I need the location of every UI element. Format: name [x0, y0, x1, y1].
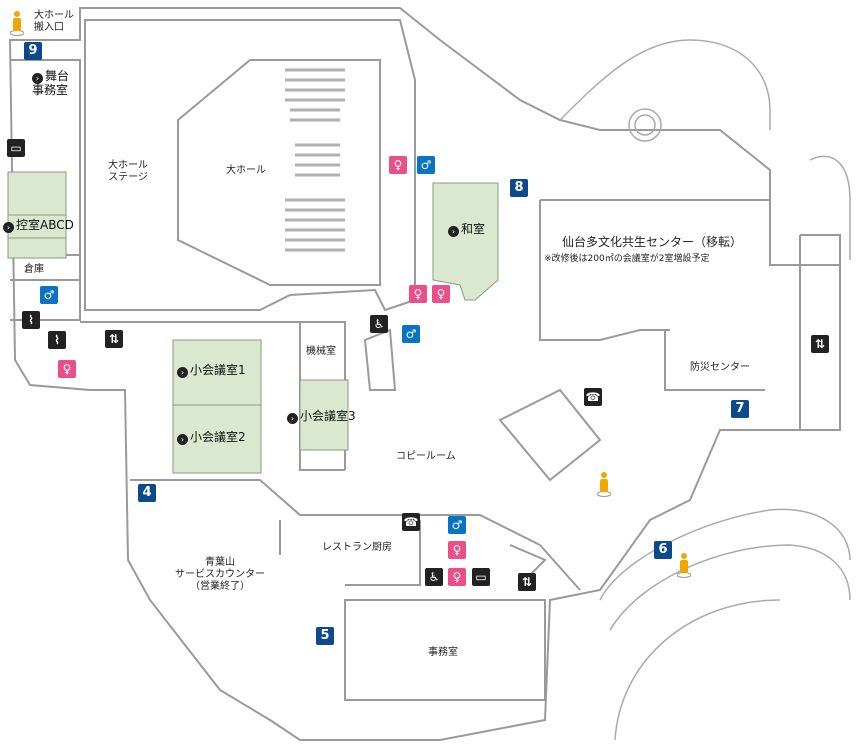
- entrance-7: 7: [731, 400, 749, 418]
- label-center-note: ※改修後は200㎡の会議室が2室増設予定: [544, 254, 710, 264]
- arrow-icon: ›: [177, 367, 188, 378]
- label-waiting-rooms: ›控室ABCD: [3, 219, 74, 233]
- accessible-restroom-icon: ♿: [425, 568, 443, 586]
- label-center-title: 仙台多文化共生センター（移転）: [562, 235, 743, 249]
- baby-changing-icon: ▭: [7, 139, 25, 157]
- label-japanese-room: ›和室: [448, 223, 485, 237]
- shower-icon: ⌇: [22, 311, 40, 329]
- elevator-icon: ⇅: [811, 335, 829, 353]
- entrance-4: 4: [138, 484, 156, 502]
- arrow-icon: ›: [32, 73, 43, 84]
- restroom-men-icon: ♂: [417, 156, 435, 174]
- restroom-men-icon: ♂: [402, 325, 420, 343]
- guide-person-icon: [10, 11, 24, 36]
- entrance-6: 6: [654, 541, 672, 559]
- label-hall-stage: 大ホール ステージ: [108, 160, 148, 183]
- phone-icon: ☎: [402, 513, 420, 531]
- label-small-room-2: ›小会議室2: [177, 431, 246, 445]
- phone-icon: ☎: [584, 388, 602, 406]
- label-restaurant-kitchen: レストラン厨房: [322, 542, 392, 553]
- label-storage: 倉庫: [24, 264, 44, 275]
- label-machine-room: 機械室: [306, 346, 336, 357]
- arrow-icon: ›: [3, 222, 14, 233]
- room-japanese-fill: [432, 182, 499, 301]
- label-disaster-center: 防災センター: [690, 362, 750, 373]
- label-office: 事務室: [428, 647, 458, 658]
- room-small-3-fill: [299, 379, 349, 451]
- restroom-men-icon: ♂: [40, 286, 58, 304]
- label-large-hall: 大ホール: [226, 165, 266, 176]
- entrance-8: 8: [510, 179, 528, 197]
- label-service-counter: 青葉山 サービスカウンター （営業終了）: [175, 557, 265, 592]
- label-small-room-1: ›小会議室1: [177, 364, 246, 378]
- arrow-icon: ›: [448, 226, 459, 237]
- label-small-room-3: ›小会議室3: [287, 410, 356, 424]
- baby-changing-icon: ▭: [472, 568, 490, 586]
- baby-icon: ♀: [448, 568, 466, 586]
- guide-person-icon: [677, 553, 691, 578]
- restroom-men-icon: ♂: [448, 516, 466, 534]
- label-large-hall-loading: 大ホール 搬入口: [34, 10, 74, 33]
- elevator-icon: ⇅: [518, 573, 536, 591]
- baby-icon: ♀: [409, 285, 427, 303]
- entrance-5: 5: [316, 627, 334, 645]
- restroom-women-icon: ♀: [432, 285, 450, 303]
- arrow-icon: ›: [177, 434, 188, 445]
- elevator-icon: ⇅: [105, 330, 123, 348]
- shower-icon: ⌇: [48, 331, 66, 349]
- guide-person-icon: [597, 472, 611, 497]
- entrance-9: 9: [24, 42, 42, 60]
- label-copy-room: コピールーム: [396, 451, 456, 462]
- restroom-women-icon: ♀: [448, 541, 466, 559]
- arrow-icon: ›: [287, 413, 298, 424]
- restroom-women-icon: ♀: [58, 360, 76, 378]
- restroom-women-icon: ♀: [389, 156, 407, 174]
- label-stage-office: ›舞台 事務室: [32, 69, 70, 97]
- accessible-restroom-icon: ♿: [370, 315, 388, 333]
